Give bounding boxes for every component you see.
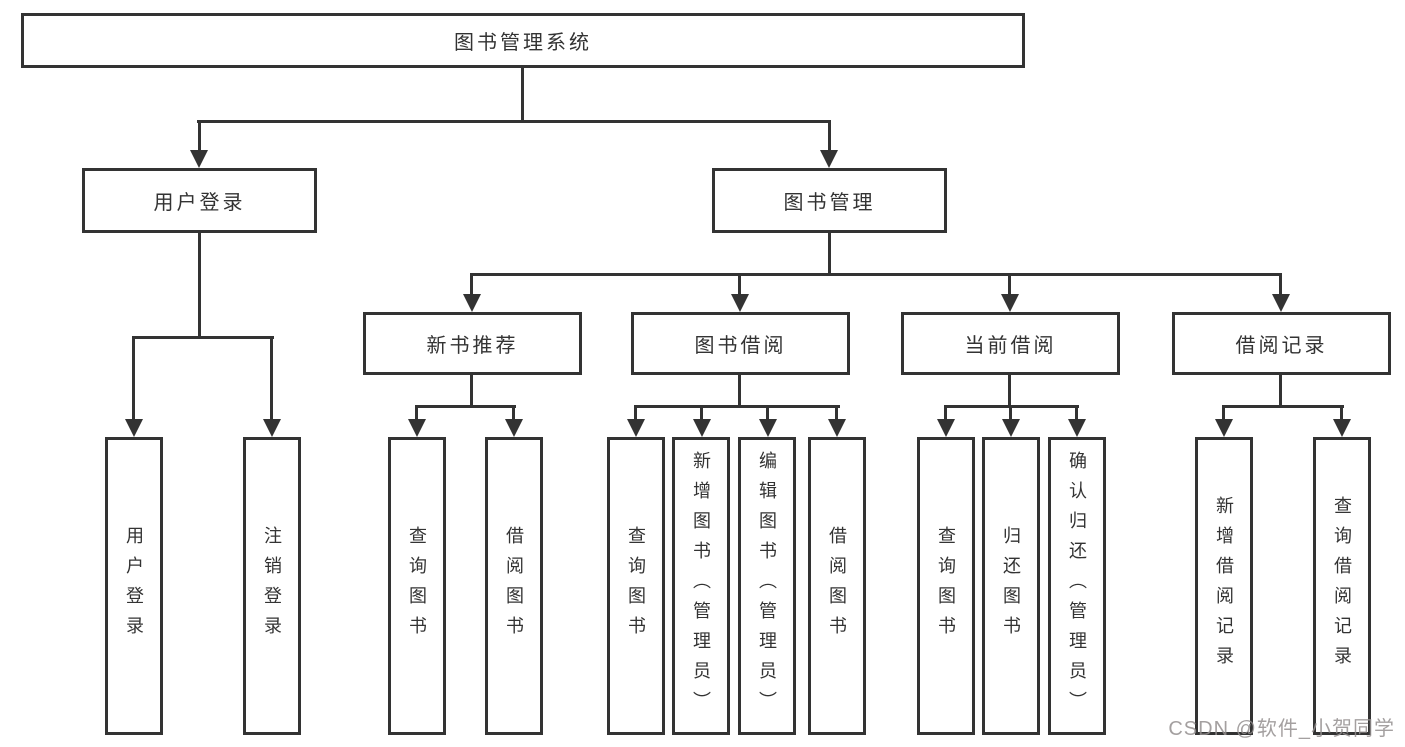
node-label: 新增借阅记录 xyxy=(1214,496,1234,676)
node-label: 查询图书 xyxy=(936,526,956,646)
connector-line xyxy=(471,273,1282,276)
node-current-borrowing: 当前借阅 xyxy=(901,312,1120,375)
connector-line xyxy=(198,233,201,339)
node-label: 查询借阅记录 xyxy=(1332,496,1352,676)
arrow-down-icon xyxy=(408,419,426,437)
arrow-down-icon xyxy=(1002,419,1020,437)
node-label: 借阅记录 xyxy=(1235,335,1328,357)
connector-line xyxy=(1279,273,1282,296)
arrow-down-icon xyxy=(125,419,143,437)
csdn-watermark: CSDN @软件_小贺同学 xyxy=(1168,718,1395,740)
node-label: 新书推荐 xyxy=(426,335,519,357)
connector-line xyxy=(470,375,473,408)
node-borrowing-records: 借阅记录 xyxy=(1172,312,1391,375)
connector-line xyxy=(416,405,516,408)
connector-line xyxy=(1009,405,1012,419)
leaf-query-books-borrow: 查询图书 xyxy=(607,437,665,735)
connector-line xyxy=(133,336,274,339)
node-label: 用户登录 xyxy=(124,526,144,646)
leaf-borrow-books-borrow: 借阅图书 xyxy=(808,437,866,735)
node-label: 编辑图书（管理员） xyxy=(757,451,777,721)
node-label: 用户登录 xyxy=(153,192,246,214)
arrow-down-icon xyxy=(263,419,281,437)
leaf-return-book: 归还图书 xyxy=(982,437,1040,735)
leaf-borrow-books-recommend: 借阅图书 xyxy=(485,437,543,735)
connector-line xyxy=(828,120,831,152)
arrow-down-icon xyxy=(1215,419,1233,437)
arrow-down-icon xyxy=(463,294,481,312)
connector-line xyxy=(738,375,741,408)
node-library-system: 图书管理系统 xyxy=(21,13,1025,68)
arrow-down-icon xyxy=(828,419,846,437)
connector-line xyxy=(415,405,418,419)
connector-line xyxy=(1279,375,1282,408)
arrow-down-icon xyxy=(1272,294,1290,312)
node-label: 查询图书 xyxy=(407,526,427,646)
leaf-query-books-current: 查询图书 xyxy=(917,437,975,735)
node-label: 图书借阅 xyxy=(694,335,787,357)
arrow-down-icon xyxy=(1068,419,1086,437)
node-label: 查询图书 xyxy=(626,526,646,646)
connector-line xyxy=(197,120,831,123)
connector-line xyxy=(1008,273,1011,296)
node-label: 注销登录 xyxy=(262,526,282,646)
node-book-management: 图书管理 xyxy=(712,168,947,233)
connector-line xyxy=(1075,405,1078,419)
node-new-book-recommend: 新书推荐 xyxy=(363,312,582,375)
arrow-down-icon xyxy=(627,419,645,437)
node-label: 借阅图书 xyxy=(827,526,847,646)
connector-line xyxy=(1340,405,1343,419)
leaf-user-login: 用户登录 xyxy=(105,437,163,735)
leaf-query-books-recommend: 查询图书 xyxy=(388,437,446,735)
arrow-down-icon xyxy=(1001,294,1019,312)
node-user-login: 用户登录 xyxy=(82,168,317,233)
connector-line xyxy=(1008,375,1011,408)
leaf-query-borrow-record: 查询借阅记录 xyxy=(1313,437,1371,735)
arrow-down-icon xyxy=(937,419,955,437)
node-book-borrowing: 图书借阅 xyxy=(631,312,850,375)
connector-line xyxy=(512,405,515,419)
connector-line xyxy=(766,405,769,419)
arrow-down-icon xyxy=(190,150,208,168)
node-label: 当前借阅 xyxy=(964,335,1057,357)
connector-line xyxy=(634,405,840,408)
connector-line xyxy=(835,405,838,419)
arrow-down-icon xyxy=(505,419,523,437)
node-label: 归还图书 xyxy=(1001,526,1021,646)
node-label: 新增图书（管理员） xyxy=(691,451,711,721)
connector-line xyxy=(634,405,637,419)
arrow-down-icon xyxy=(1333,419,1351,437)
leaf-add-borrow-record: 新增借阅记录 xyxy=(1195,437,1253,735)
node-label: 图书管理 xyxy=(783,192,876,214)
node-label: 借阅图书 xyxy=(504,526,524,646)
arrow-down-icon xyxy=(759,419,777,437)
arrow-down-icon xyxy=(820,150,838,168)
leaf-confirm-return-admin: 确认归还（管理员） xyxy=(1048,437,1106,735)
arrow-down-icon xyxy=(731,294,749,312)
connector-line xyxy=(700,405,703,419)
connector-line xyxy=(738,273,741,296)
node-label: 确认归还（管理员） xyxy=(1067,451,1087,721)
leaf-add-book-admin: 新增图书（管理员） xyxy=(672,437,730,735)
connector-line xyxy=(1222,405,1344,408)
connector-line xyxy=(1222,405,1225,419)
connector-line xyxy=(470,273,473,296)
node-label: 图书管理系统 xyxy=(454,32,592,54)
connector-line xyxy=(828,233,831,276)
leaf-edit-book-admin: 编辑图书（管理员） xyxy=(738,437,796,735)
connector-line xyxy=(132,336,135,419)
connector-line xyxy=(944,405,947,419)
arrow-down-icon xyxy=(693,419,711,437)
connector-line xyxy=(270,336,273,419)
leaf-logout: 注销登录 xyxy=(243,437,301,735)
connector-line xyxy=(521,68,524,120)
connector-line xyxy=(198,120,201,152)
